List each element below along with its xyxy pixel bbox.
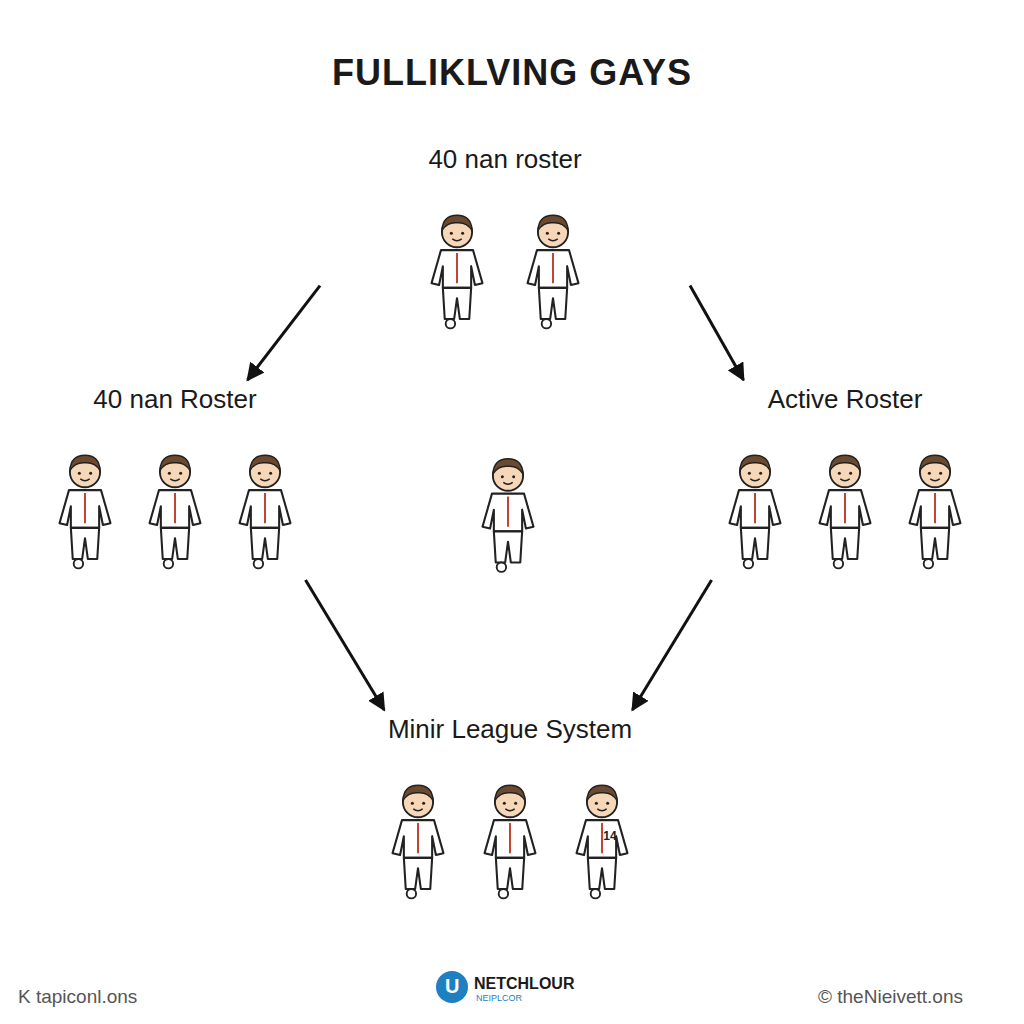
- logo-text: NETCHLOUR: [474, 975, 574, 993]
- player-row: [52, 445, 298, 573]
- player-figure: [477, 775, 543, 903]
- flow-arrow: [632, 580, 711, 710]
- watermark: K tapiconl.ons: [18, 986, 137, 1008]
- logo-text: NEIPLCOR: [476, 993, 522, 1003]
- logo-circle: [436, 971, 468, 1003]
- player-figure: [902, 445, 968, 573]
- group-label: 40 nan roster: [428, 144, 581, 175]
- player-figure: [812, 445, 878, 573]
- diagram-title: FULLIKLVING GAYS: [0, 52, 1024, 94]
- group-label: 40 nan Roster: [93, 384, 256, 415]
- group-label: Minir League System: [388, 714, 632, 745]
- flow-arrow: [690, 286, 744, 380]
- player-figure: [483, 459, 534, 572]
- player-figure: [520, 205, 586, 333]
- player-figure: [424, 205, 490, 333]
- player-figure: [142, 445, 208, 573]
- player-row: [385, 775, 635, 903]
- player-figure: [232, 445, 298, 573]
- flow-arrow: [248, 286, 321, 380]
- jersey-number: 14: [603, 829, 616, 843]
- player-figure: [52, 445, 118, 573]
- logo-letter: U: [445, 975, 459, 998]
- roster-group: 40 nan Roster: [30, 380, 320, 580]
- player-row: [722, 445, 968, 573]
- player-figure: [722, 445, 788, 573]
- group-label: Active Roster: [768, 384, 923, 415]
- roster-group: 40 nan roster: [320, 140, 690, 345]
- roster-group: Minir League System: [340, 710, 680, 910]
- roster-group: Active Roster: [700, 380, 990, 580]
- player-row: [424, 205, 586, 333]
- flow-arrow: [306, 580, 385, 710]
- player-figure: [569, 775, 635, 903]
- player-figure: [385, 775, 451, 903]
- watermark: © theNieivett.ons: [818, 986, 963, 1008]
